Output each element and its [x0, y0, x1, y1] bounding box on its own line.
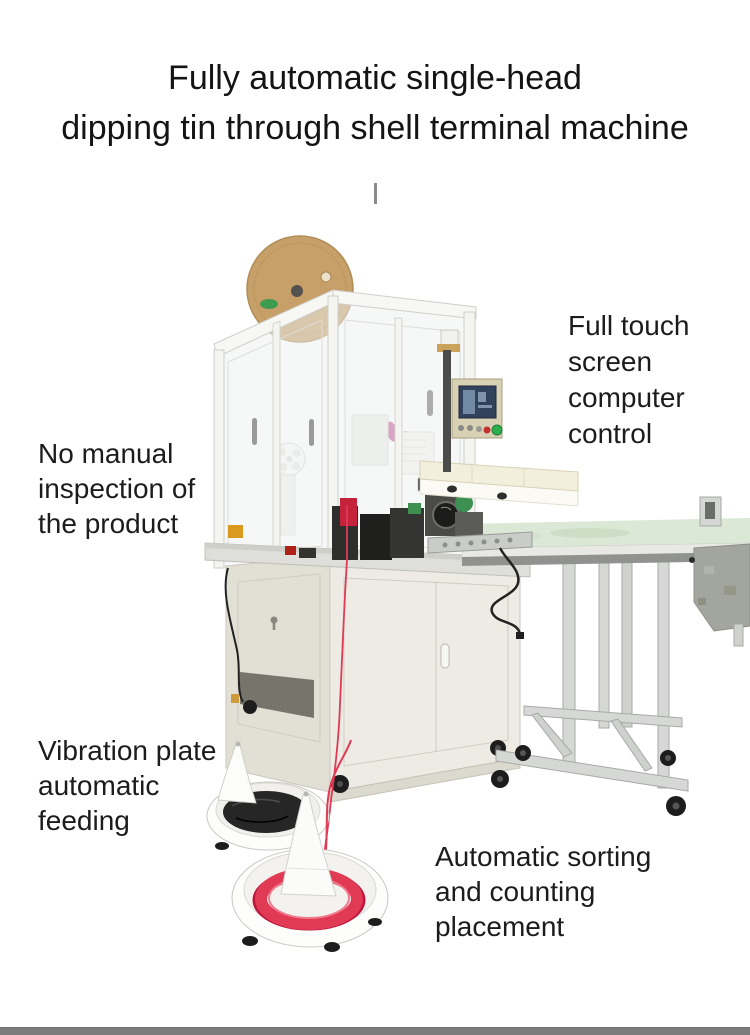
annotation-touch-screen: Full touch screen computer control [568, 308, 689, 452]
reel-hub-knob [291, 285, 303, 297]
red-wire-up [321, 739, 352, 877]
reel-hole [320, 271, 332, 283]
annotation-line: and counting [435, 876, 596, 907]
title-divider [374, 183, 377, 204]
annotation-line: Automatic sorting [435, 841, 652, 872]
stand-casters [491, 745, 686, 816]
mount-bracket [437, 344, 460, 352]
output-tray [419, 460, 579, 507]
annotation-line: Full touch [568, 310, 690, 341]
stand-leg-2 [598, 549, 610, 729]
conveyor-stand [491, 547, 689, 816]
annotation-line: Vibration plate [38, 735, 217, 766]
start-button [491, 424, 503, 436]
hmi-button-1 [458, 425, 464, 431]
lower-cabinet [225, 555, 521, 803]
reel-sticker [260, 299, 278, 309]
stand-leg-3 [621, 548, 633, 728]
collection-box [693, 543, 750, 632]
hmi-button-2 [467, 425, 473, 431]
bowl-black-cone [217, 743, 257, 804]
cabinet-front-panel [329, 555, 521, 793]
crimping-mechanism [332, 477, 533, 560]
annotation-sorting-placement: Automatic sorting and counting placement [435, 839, 651, 944]
page-title: Fully automatic single-head dipping tin … [0, 53, 750, 153]
feeder-bowls [206, 739, 389, 952]
annotation-line: screen [568, 346, 653, 377]
feeder-bowl-red [231, 791, 389, 952]
black-cable-left [224, 567, 244, 703]
cabinet-base-recess [240, 672, 314, 718]
title-line-1: Fully automatic single-head [168, 59, 582, 97]
annotation-no-manual-inspection: No manual inspection of the product [38, 436, 195, 541]
hmi-button-3 [476, 426, 482, 432]
stand-rail-upper [523, 705, 683, 728]
green-part-1 [408, 503, 421, 514]
cabinet-keyhole [270, 616, 278, 624]
monitor-pole [443, 350, 451, 472]
annotation-line: computer [568, 382, 685, 413]
cabinet-door-handle [440, 643, 450, 669]
page-bottom-bar [0, 1027, 750, 1035]
annotation-line: placement [435, 911, 565, 942]
green-part-2 [455, 494, 473, 512]
stand-leg-1 [562, 551, 576, 766]
annotation-line: control [568, 418, 653, 449]
slide-arm [427, 531, 533, 554]
door-handle-left-1 [252, 418, 257, 445]
annotation-vibration-feeding: Vibration plate automatic feeding [38, 733, 217, 838]
conveyor [461, 496, 750, 816]
annotation-line: automatic [38, 770, 160, 801]
door-handle-right [427, 390, 433, 416]
door-handle-left-2 [309, 419, 314, 446]
touch-screen-assembly [437, 329, 503, 472]
leveling-foot [231, 694, 239, 703]
enclosure-post-left [213, 349, 225, 569]
cabinet-caster-1 [243, 700, 257, 714]
annotation-line: inspection of [38, 473, 196, 504]
annotation-line: feeding [38, 805, 130, 836]
red-component [340, 498, 357, 526]
amber-part [228, 525, 243, 538]
annotation-line: No manual [38, 438, 174, 469]
conveyor-frame [462, 552, 750, 566]
box-leg [733, 623, 744, 647]
title-line-2: dipping tin through shell terminal machi… [61, 109, 689, 147]
black-cable-right [490, 547, 522, 635]
annotation-line: the product [38, 508, 179, 539]
stop-button [483, 426, 491, 434]
enclosure-mullion [272, 320, 281, 554]
stand-rail-lower [495, 749, 689, 792]
bowl-red-cone [280, 794, 337, 897]
